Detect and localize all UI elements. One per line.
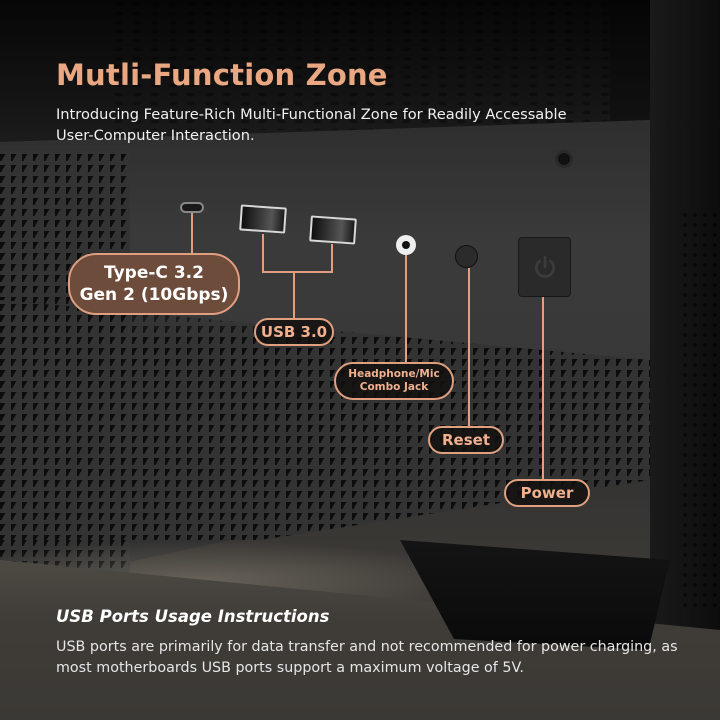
chassis-top-panel [0, 0, 610, 150]
reset-button-icon [455, 245, 478, 268]
leader-line [262, 271, 333, 273]
leader-line [405, 255, 407, 362]
hex-vent [110, 0, 610, 130]
callout-line: Type-C 3.2 [104, 263, 204, 283]
screw-icon [555, 150, 573, 168]
usb-a-port-icon [309, 215, 357, 245]
callout-usb: USB 3.0 [254, 318, 334, 346]
leader-line [468, 268, 470, 426]
instructions-heading: USB Ports Usage Instructions [56, 607, 330, 626]
page-subtitle: Introducing Feature-Rich Multi-Functiona… [56, 106, 567, 144]
audio-jack-icon [396, 235, 416, 255]
usb-a-port-icon [239, 204, 287, 234]
usb-c-port-icon [180, 202, 204, 213]
leader-line [262, 234, 264, 272]
leader-line [191, 213, 193, 253]
page-title: Mutli-Function Zone [56, 58, 388, 92]
right-side-mesh [680, 210, 720, 610]
power-button [518, 237, 571, 297]
leader-line [293, 271, 295, 318]
callout-power: Power [504, 479, 590, 507]
instructions-body: USB ports are primarily for data transfe… [56, 639, 678, 676]
callout-reset: Reset [428, 426, 504, 454]
callout-line: Gen 2 (10Gbps) [79, 285, 229, 305]
leader-line [542, 297, 544, 479]
power-icon [534, 255, 555, 278]
leader-line [331, 244, 333, 272]
callout-line: Headphone/Mic [348, 368, 440, 380]
callout-line: Combo Jack [359, 381, 429, 393]
